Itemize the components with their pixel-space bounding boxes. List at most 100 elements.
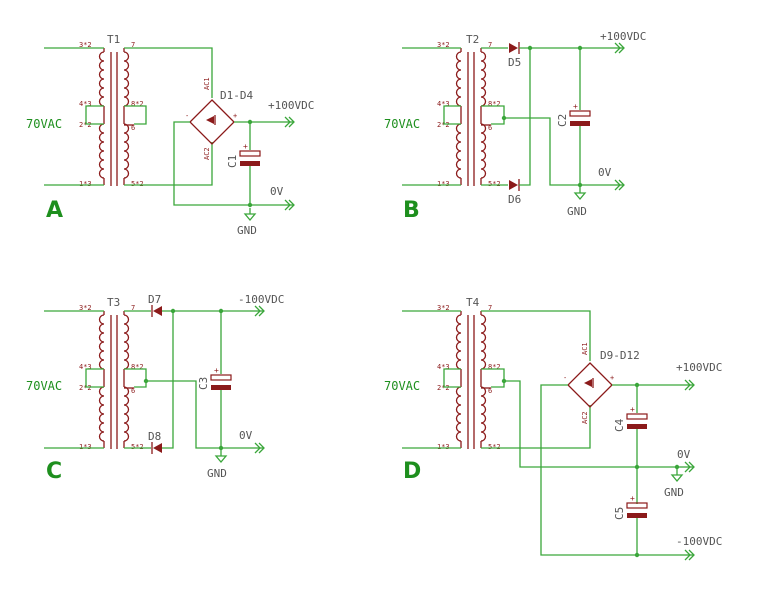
- transformer-label: T1: [107, 33, 120, 46]
- diode-d8: [151, 441, 163, 455]
- output-negative-arrow: [679, 549, 695, 561]
- pin-label: 1*3: [79, 180, 92, 188]
- pin-label: 1*3: [79, 443, 92, 451]
- zero-volt-arrow: [609, 179, 625, 191]
- input-voltage-label: 70VAC: [26, 379, 62, 393]
- transformer-t4: [455, 310, 492, 450]
- zero-volt-arrow: [249, 442, 265, 454]
- ground-symbol: [671, 468, 683, 482]
- panel-label: D: [403, 459, 421, 484]
- pin-label: 5*2: [131, 180, 144, 188]
- output-arrow: [279, 116, 295, 128]
- pin-label: 1*3: [437, 443, 450, 451]
- pin-label: 5*2: [488, 443, 501, 451]
- pin-label: -: [563, 374, 567, 382]
- input-voltage-label: 70VAC: [26, 117, 62, 131]
- output-positive-label: +100VDC: [600, 30, 646, 43]
- bridge-label: D9-D12: [600, 349, 640, 362]
- panel-b: B 70VAC T2 3*2 4*3 2*2 1*3 7 8*2 6 5*2 D…: [384, 30, 646, 223]
- ground-symbol: [215, 449, 227, 463]
- pin-label: 5*2: [488, 180, 501, 188]
- pin-label: 3*2: [79, 41, 92, 49]
- pin-label: 6: [131, 124, 135, 132]
- ground-label: GND: [207, 467, 227, 480]
- pin-label: 2*2: [437, 121, 450, 129]
- pin-label: 8*2: [131, 363, 144, 371]
- transformer-t2: [455, 47, 492, 187]
- bridge-label: D1-D4: [220, 89, 253, 102]
- zero-volt-arrow: [679, 461, 695, 473]
- pin-label: 8*2: [131, 100, 144, 108]
- pin-label: 8*2: [488, 100, 501, 108]
- pin-label: 7: [131, 304, 135, 312]
- pin-label: 7: [131, 41, 135, 49]
- pin-label: AC2: [581, 411, 589, 424]
- pin-label: 6: [131, 387, 135, 395]
- diode-d5: [508, 41, 520, 55]
- panel-label: B: [403, 198, 420, 223]
- diode-d7: [151, 304, 163, 318]
- ground-symbol: [244, 207, 256, 221]
- capacitor-label: C1: [226, 155, 239, 168]
- pin-label: +: [610, 374, 614, 382]
- pin-label: 4*3: [79, 363, 92, 371]
- ground-label: GND: [237, 224, 257, 237]
- pin-label: 4*3: [437, 100, 450, 108]
- zero-volt-arrow: [279, 199, 295, 211]
- capacitor-label: C3: [197, 377, 210, 390]
- pin-label: 5*2: [131, 443, 144, 451]
- transformer-label: T2: [466, 33, 479, 46]
- pin-label: 2*2: [437, 384, 450, 392]
- panel-d: D 70VAC T4 3*2 4*3 2*2 1*3 7 8*2 6 5*2 A…: [384, 296, 722, 561]
- diode-d6: [508, 178, 520, 192]
- zero-volt-label: 0V: [598, 166, 612, 179]
- capacitor-top-label: C4: [613, 418, 626, 432]
- output-arrow: [679, 379, 695, 391]
- ground-symbol: [574, 186, 586, 200]
- pin-label: 3*2: [437, 304, 450, 312]
- transformer-t1: [98, 47, 135, 187]
- pin-label: 3*2: [437, 41, 450, 49]
- capacitor-label: C2: [556, 114, 569, 127]
- panel-a: A 70VAC T1 3*2 4*3 2*2 1*3 7 8*2 6 5*2 A…: [26, 33, 314, 237]
- capacitor-bottom-label: C5: [613, 507, 626, 520]
- pin-label: 1*3: [437, 180, 450, 188]
- bridge-rectifier: [189, 99, 235, 145]
- pin-label: 2*2: [79, 121, 92, 129]
- output-negative-label: -100VDC: [238, 293, 284, 306]
- transformer-label: T4: [466, 296, 480, 309]
- pin-label: -: [185, 112, 189, 120]
- pin-label: +: [233, 112, 237, 120]
- zero-volt-label: 0V: [677, 448, 691, 461]
- panel-label: A: [46, 198, 63, 223]
- transformer-t3: [98, 310, 135, 450]
- diode-bottom-label: D6: [508, 193, 521, 206]
- input-voltage-label: 70VAC: [384, 379, 420, 393]
- pin-label: 8*2: [488, 363, 501, 371]
- diode-top-label: D5: [508, 56, 521, 69]
- pin-label: 3*2: [79, 304, 92, 312]
- pin-label: 4*3: [79, 100, 92, 108]
- diode-bottom-label: D8: [148, 430, 161, 443]
- ground-label: GND: [664, 486, 684, 499]
- transformer-label: T3: [107, 296, 120, 309]
- output-negative-label: -100VDC: [676, 535, 722, 548]
- zero-volt-label: 0V: [270, 185, 284, 198]
- input-voltage-label: 70VAC: [384, 117, 420, 131]
- zero-volt-label: 0V: [239, 429, 253, 442]
- diode-top-label: D7: [148, 293, 161, 306]
- pin-label: AC1: [203, 77, 211, 90]
- output-positive-label: +100VDC: [268, 99, 314, 112]
- pin-label: 7: [488, 41, 492, 49]
- output-positive-label: +100VDC: [676, 361, 722, 374]
- output-arrow: [609, 42, 625, 54]
- pin-label: 4*3: [437, 363, 450, 371]
- output-arrow: [249, 305, 265, 317]
- pin-label: AC2: [203, 147, 211, 160]
- ground-label: GND: [567, 205, 587, 218]
- pin-label: 2*2: [79, 384, 92, 392]
- panel-c: C 70VAC T3 3*2 4*3 2*2 1*3 7 8*2 6 5*2 D…: [26, 293, 284, 484]
- panel-label: C: [46, 459, 62, 484]
- bridge-rectifier: [567, 362, 613, 408]
